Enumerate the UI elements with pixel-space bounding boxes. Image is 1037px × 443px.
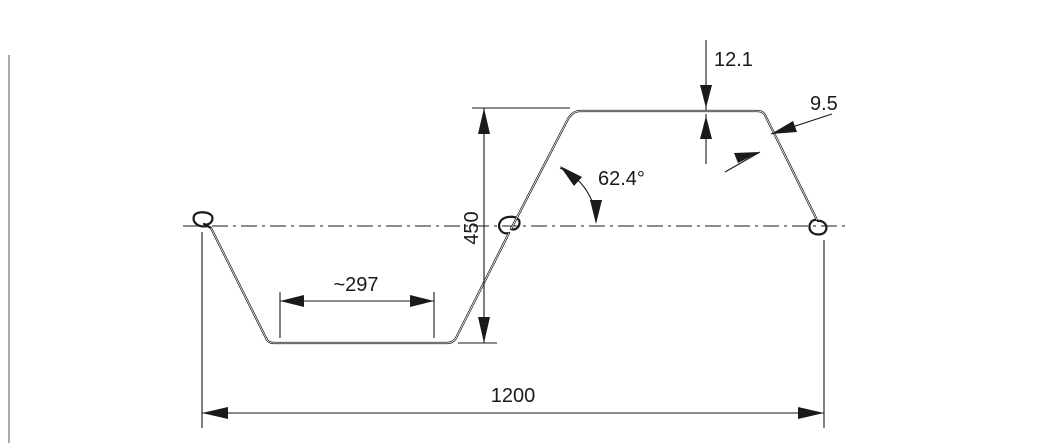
web-leader-inner xyxy=(724,151,761,173)
width-arrow-right xyxy=(798,407,824,419)
sheet-pile-profile xyxy=(192,109,828,345)
profile-outline xyxy=(192,109,828,345)
profile-inner-line xyxy=(210,110,818,344)
flange-dimension: ~297 xyxy=(279,274,435,338)
web-arrow-inner xyxy=(734,152,760,163)
width-dimension: 1200 xyxy=(201,232,825,428)
flange-arrow-left xyxy=(280,295,304,307)
height-dimension: 450 xyxy=(458,107,570,344)
width-label: 1200 xyxy=(491,385,536,407)
flange-label: ~297 xyxy=(333,274,378,296)
web-thickness-dimension: 9.5 xyxy=(724,93,838,173)
angle-dimension: 62.4° xyxy=(559,166,645,224)
flange-arrow-right xyxy=(410,295,434,307)
flange-thickness-dimension: 12.1 xyxy=(700,40,753,164)
flange-thickness-label: 12.1 xyxy=(714,49,753,71)
angle-arrow-bottom xyxy=(590,200,602,224)
angle-label: 62.4° xyxy=(598,168,645,190)
angle-arrow-top xyxy=(560,166,582,186)
thickness-arrow-top xyxy=(700,85,712,108)
thickness-arrow-bottom xyxy=(700,116,712,139)
height-arrow-top xyxy=(478,108,490,134)
width-arrow-left xyxy=(202,407,228,419)
height-label: 450 xyxy=(461,211,483,244)
height-arrow-bottom xyxy=(478,317,490,343)
web-arrow-outer xyxy=(771,121,797,134)
web-thickness-label: 9.5 xyxy=(810,93,838,115)
